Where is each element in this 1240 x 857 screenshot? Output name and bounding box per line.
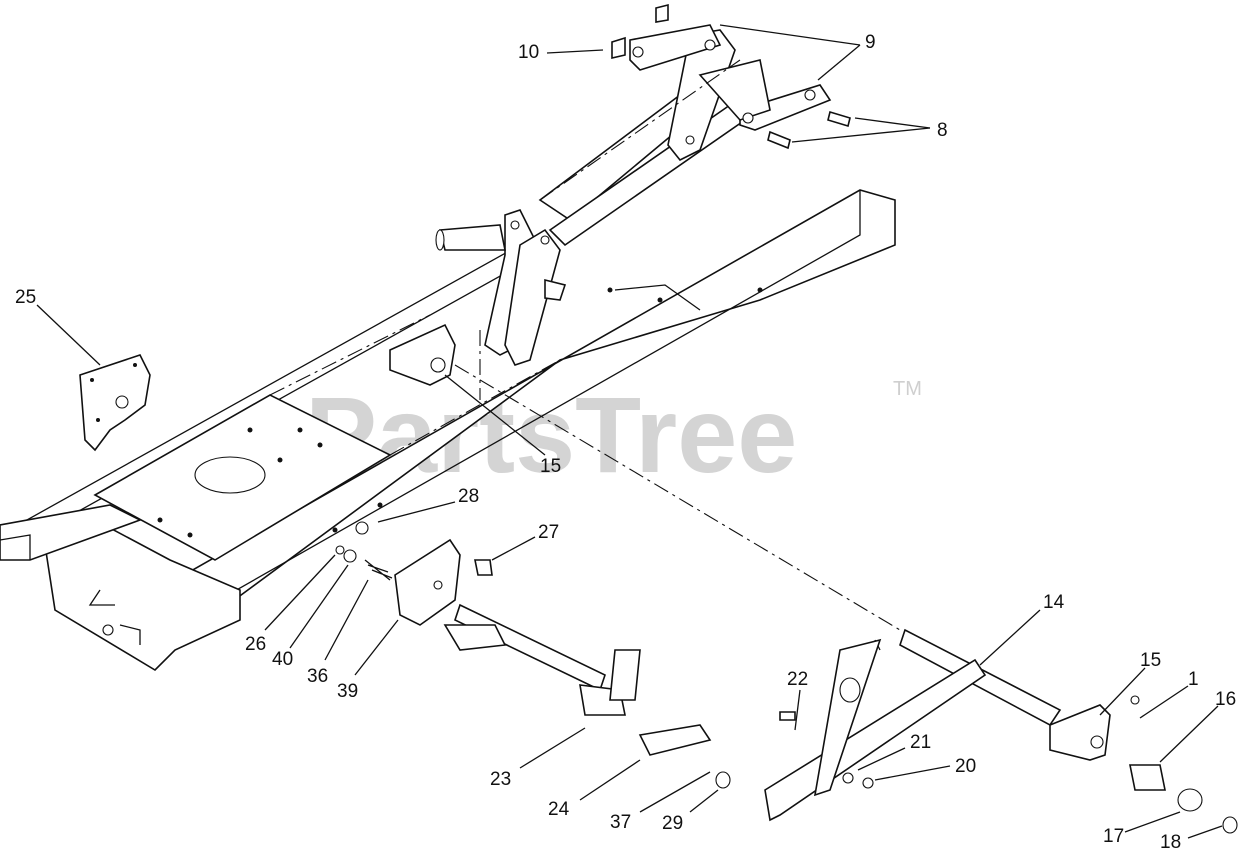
callout-36: 36: [307, 666, 328, 687]
watermark-trademark: TM: [893, 378, 922, 400]
callout-1: 1: [1188, 669, 1199, 690]
callout-14: 14: [1043, 592, 1065, 613]
callout-27: 26: [245, 634, 266, 655]
lift-arm-assembly: [435, 24, 832, 400]
leader-lines: [36, 24, 1223, 839]
callout-21: 21: [910, 732, 931, 753]
callout-15-lower: 15: [1140, 650, 1161, 671]
callout-22: 22: [787, 669, 808, 690]
callout-23: 23: [490, 769, 511, 790]
callout-39: 39: [337, 681, 358, 702]
callout-20: 20: [955, 756, 976, 777]
callout-labels: 10 9 8 25 15 28 27 26 40 36 39 23 24 37 …: [15, 32, 1236, 853]
callout-28: 27: [538, 522, 559, 543]
callout-25: 25: [15, 287, 36, 308]
callout-17: 17: [1103, 826, 1124, 847]
callout-8: 8: [937, 120, 948, 141]
callout-18: 18: [1160, 832, 1181, 853]
callout-15-upper: 15: [540, 456, 561, 477]
tractor-frame: [0, 189, 896, 672]
callout-40: 40: [272, 649, 293, 670]
control-shaft-assembly: [79, 3, 1238, 834]
callout-9: 9: [865, 32, 876, 53]
callout-16: 16: [1215, 689, 1236, 710]
callout-29: 28: [458, 486, 479, 507]
callout-26: 29: [662, 813, 683, 834]
callout-10: 10: [518, 42, 539, 63]
callout-24: 24: [548, 799, 570, 820]
callout-37: 37: [610, 812, 631, 833]
